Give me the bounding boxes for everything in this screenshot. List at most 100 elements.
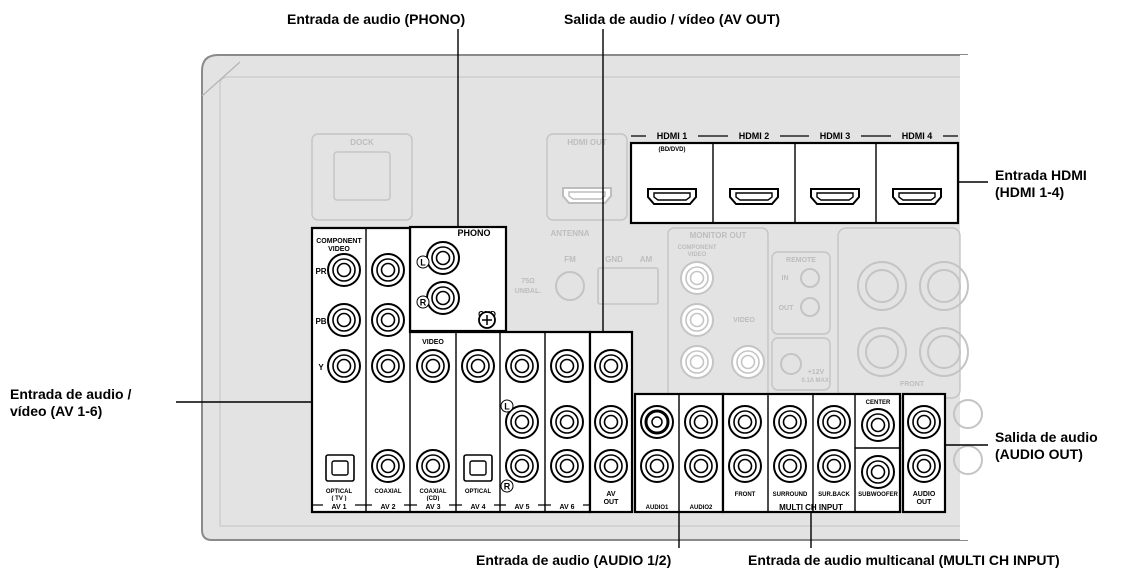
speaker-terminal-ring-2 — [927, 269, 961, 303]
hdmi-port-3 — [810, 188, 860, 205]
av1-pb-jack-inner — [336, 312, 352, 328]
av-video-jack-5-ring — [510, 354, 534, 378]
multi-subwoofer-label: SUBWOOFER — [858, 492, 898, 498]
dock-outline — [311, 133, 413, 221]
av1-y-label: Y — [318, 363, 324, 372]
speaker-front-label: FRONT — [900, 381, 925, 388]
multi-center-jack-ring — [866, 413, 890, 437]
av6-audio-r-jack-inner — [559, 458, 575, 474]
speaker-terminal-ring-4 — [927, 335, 961, 369]
speaker-terminal-3 — [857, 327, 907, 377]
av-group-label-2: AV 2 — [380, 504, 395, 511]
audio2-r-jack-ring — [689, 454, 713, 478]
av1-tv-label: ( TV ) — [332, 496, 347, 502]
phono-r-marker — [416, 295, 430, 309]
monitor-video-label: VIDEO — [733, 317, 755, 324]
phono-r-jack-ring — [431, 286, 455, 310]
av1-y-jack-ring — [332, 354, 356, 378]
av6-audio-r-jack-ring — [555, 454, 579, 478]
hdmi-port-1 — [647, 188, 697, 205]
callout-multi-ch: Entrada de audio multicanal (MULTI CH IN… — [748, 552, 1060, 568]
hdmi1-sub-label: (BD/DVD) — [659, 147, 686, 153]
hdmi-out-label: HDMI OUT — [567, 138, 607, 147]
av5-audio-r-jack-inner — [514, 458, 530, 474]
av-group-label-bg-2 — [372, 501, 404, 510]
av2-video-jack-1-inner — [380, 262, 396, 278]
audio-out-r-jack-inner — [916, 458, 932, 474]
av-group-label-bg-5 — [506, 501, 538, 510]
hdmi-input-label-1: HDMI 1 — [657, 131, 688, 141]
multi-surround-r-jack-ring — [778, 454, 802, 478]
trigger-max-label: 0.1A MAX. — [801, 378, 830, 384]
av3-coaxial-jack-ring — [421, 454, 445, 478]
av2-coaxial-jack-ring — [376, 454, 400, 478]
av5-audio-l-jack-inner — [514, 414, 530, 430]
hdmi-label-bg-4 — [891, 129, 943, 141]
gnd-label: GND — [605, 255, 623, 264]
hdmi-port-4 — [892, 188, 942, 205]
multi-front-l-jack-inner — [737, 414, 753, 430]
audio1-label: AUDIO1 — [646, 505, 669, 511]
monitor-video-jack-ring — [736, 350, 760, 374]
av4-optical-port-port — [469, 460, 487, 476]
av-video-jack-5-inner — [514, 358, 530, 374]
callout-av-out: Salida de audio / vídeo (AV OUT) — [564, 11, 780, 27]
multi-ch-input-label: MULTI CH INPUT — [779, 503, 843, 512]
audio1-r-jack-inner — [649, 458, 665, 474]
multi-surround-l-jack-ring — [778, 410, 802, 434]
chassis-corner-bevel — [201, 61, 241, 97]
hdmi-input-label-3: HDMI 3 — [820, 131, 851, 141]
faint-extra-jack-1 — [953, 399, 983, 429]
monitor-y-jack-ring — [685, 350, 709, 374]
remote-outline — [771, 251, 831, 335]
av1-pb-label: PB — [315, 317, 326, 326]
hdmi-label-bg-2 — [728, 129, 780, 141]
av-video-jack-3-inner — [425, 358, 441, 374]
speaker-terminal-ring-3 — [865, 335, 899, 369]
av2-coaxial-label: COAXIAL — [375, 489, 402, 495]
av1-component-label: COMPONENT — [316, 238, 362, 245]
av5-r-marker — [500, 479, 514, 493]
callout-av-input: Entrada de audio / vídeo (AV 1-6) — [10, 386, 131, 420]
audio-out-l-jack-inner — [916, 414, 932, 430]
monitor-pr-jack-ring — [685, 266, 709, 290]
remote-in-label: IN — [782, 275, 789, 282]
av1-pr-label: PR — [315, 267, 326, 276]
av2-video-jack-3-inner — [380, 358, 396, 374]
multi-subwoofer-jack-ring — [866, 460, 890, 484]
phono-l-jack-inner — [435, 250, 451, 266]
av4-optical-label: OPTICAL — [465, 489, 492, 495]
remote-out-jack — [800, 297, 820, 317]
hdmi-out-port — [562, 187, 612, 204]
callout-av-input-line1: Entrada de audio / — [10, 386, 132, 402]
av6-audio-l-jack-ring — [555, 410, 579, 434]
av-group-label-1: AV 1 — [331, 504, 346, 511]
monitor-out-label: MONITOR OUT — [690, 231, 747, 240]
trigger-jack — [780, 353, 802, 375]
phono-r-jack-inner — [435, 290, 451, 306]
av3-coaxial-jack-inner — [425, 458, 441, 474]
remote-in-jack — [800, 268, 820, 288]
callout-hdmi-line1: Entrada HDMI — [995, 167, 1087, 183]
av1-optical-port-port — [331, 460, 349, 476]
audio-out-label-1: AUDIO — [913, 491, 936, 498]
callout-av-input-line2: vídeo (AV 1-6) — [10, 403, 103, 419]
monitor-y-jack-inner — [689, 354, 705, 370]
av-out-label-1: AV — [606, 491, 616, 498]
monitor-video-word: VIDEO — [688, 252, 707, 258]
av1-pr-jack-inner — [336, 262, 352, 278]
speaker-terminal-2 — [919, 261, 969, 311]
av5-l-marker-text: L — [504, 402, 510, 412]
callout-phono: Entrada de audio (PHONO) — [287, 11, 466, 27]
speaker-terminal-4 — [919, 327, 969, 377]
av-video-jack-3-ring — [421, 354, 445, 378]
monitor-component-label: COMPONENT — [678, 245, 717, 251]
unbal-label: UNBAL. — [515, 288, 541, 295]
av-video-jack-4-ring — [466, 354, 490, 378]
phono-l-marker-text: L — [420, 258, 426, 268]
audio2-r-jack-inner — [693, 458, 709, 474]
remote-label: REMOTE — [786, 257, 816, 264]
multi-surback-label: SUR.BACK — [818, 492, 850, 498]
av-out-video-jack-ring — [599, 354, 623, 378]
